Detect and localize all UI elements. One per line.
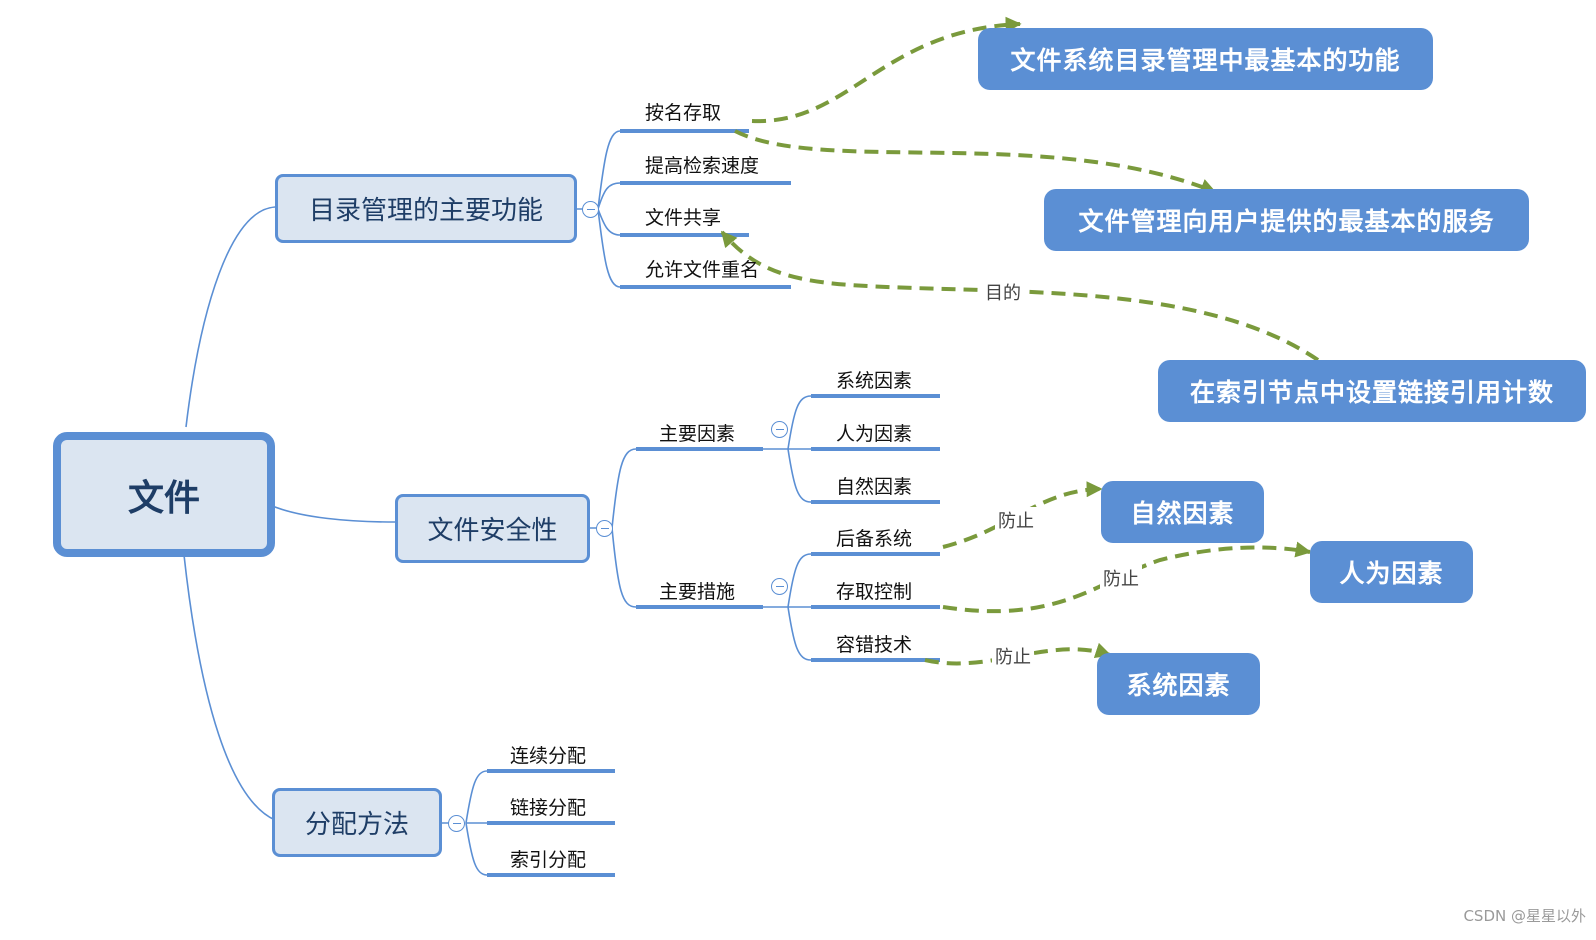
connector-dir-4 [597, 208, 621, 288]
connector-alloc-3 [465, 822, 488, 876]
leaf-underlines [487, 129, 940, 877]
leaf-measure-2[interactable]: 存取控制 [836, 581, 913, 603]
tree-connectors [183, 130, 812, 876]
connector-dir-1 [597, 130, 621, 210]
collapse-minus-icon[interactable] [448, 815, 465, 832]
connector-sec-measures [611, 527, 637, 608]
leaf-allocation-2[interactable]: 链接分配 [510, 797, 587, 819]
connector-measure-1 [787, 553, 812, 608]
branch-allocation-node[interactable]: 分配方法 [272, 788, 442, 857]
branch-directory-node[interactable]: 目录管理的主要功能 [275, 174, 577, 243]
connector-measure-3 [787, 606, 812, 661]
leaf-directory-3[interactable]: 文件共享 [645, 207, 722, 229]
relation-prevent-human [942, 541, 1312, 614]
relation-label-purpose[interactable]: 目的 [982, 279, 1024, 305]
branch-directory-label: 目录管理的主要功能 [308, 196, 543, 226]
callout-basic-service[interactable]: 文件管理向用户提供的最基本的服务 [1044, 189, 1529, 251]
relation-basic-service [734, 129, 1217, 195]
root-label: 文件 [127, 477, 200, 519]
callout-link-count[interactable]: 在索引节点中设置链接引用计数 [1158, 360, 1586, 422]
root-node[interactable]: 文件 [53, 432, 275, 557]
relation-label-prevent-1[interactable]: 防止 [995, 507, 1037, 533]
leaf-directory-2[interactable]: 提高检索速度 [645, 155, 760, 177]
leaf-factor-1[interactable]: 系统因素 [836, 370, 913, 392]
leaf-directory-1[interactable]: 按名存取 [645, 102, 722, 124]
callout-human[interactable]: 人为因素 [1310, 541, 1473, 603]
leaf-factor-3[interactable]: 自然因素 [836, 476, 913, 498]
leaf-measure-1[interactable]: 后备系统 [836, 528, 913, 550]
collapse-minus-icon[interactable] [771, 578, 788, 595]
leaf-security-measures[interactable]: 主要措施 [659, 581, 736, 603]
relation-label-prevent-2[interactable]: 防止 [1100, 565, 1142, 591]
callout-system[interactable]: 系统因素 [1097, 653, 1260, 715]
branch-security-label: 文件安全性 [427, 516, 558, 546]
connector-sec-factors [611, 448, 637, 529]
connector-root-allocation [183, 554, 276, 821]
relation-basic-function [751, 16, 1022, 124]
leaf-allocation-1[interactable]: 连续分配 [510, 745, 587, 767]
branch-security-node[interactable]: 文件安全性 [395, 494, 590, 563]
callout-natural[interactable]: 自然因素 [1101, 481, 1264, 543]
connector-alloc-1 [465, 770, 488, 824]
connector-root-security [269, 504, 396, 523]
relation-label-prevent-3[interactable]: 防止 [992, 643, 1034, 669]
leaf-security-factors[interactable]: 主要因素 [659, 423, 736, 445]
relationship-arrows [720, 16, 1320, 666]
collapse-minus-icon[interactable] [582, 201, 599, 218]
collapse-minus-icon[interactable] [771, 421, 788, 438]
relation-purpose [720, 230, 1320, 362]
leaf-allocation-3[interactable]: 索引分配 [510, 849, 587, 871]
connector-root-directory [185, 206, 276, 428]
callout-basic-function[interactable]: 文件系统目录管理中最基本的功能 [978, 28, 1433, 90]
leaf-factor-2[interactable]: 人为因素 [836, 423, 913, 445]
leaf-directory-4[interactable]: 允许文件重名 [645, 259, 760, 281]
leaf-measure-3[interactable]: 容错技术 [836, 634, 913, 656]
connector-factor-3 [787, 448, 812, 503]
connector-factor-1 [787, 395, 812, 450]
branch-allocation-label: 分配方法 [304, 810, 409, 840]
connector-dir-2 [597, 182, 621, 210]
watermark: CSDN @星星以外 [1463, 907, 1586, 925]
connector-dir-3 [597, 208, 621, 236]
collapse-minus-icon[interactable] [596, 520, 613, 537]
